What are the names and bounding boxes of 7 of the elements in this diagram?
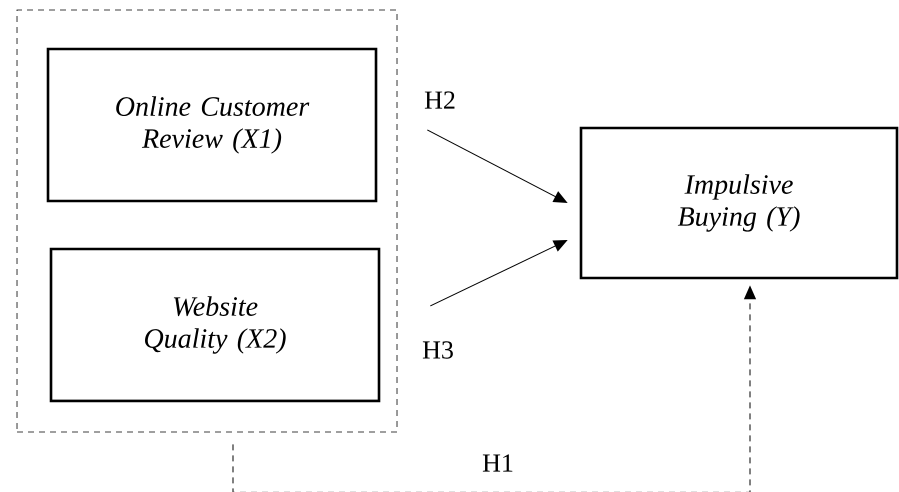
variable-box: Impulsive Buying (Y)	[580, 126, 898, 280]
dashed-group-box	[16, 10, 398, 432]
variable-box: Online Customer Review (X1)	[46, 48, 378, 202]
edge-label: H2	[424, 91, 454, 109]
edge-label: H3	[422, 341, 453, 359]
edge-label: H1	[482, 454, 512, 472]
variable-box: Website Quality (X2)	[50, 248, 380, 402]
